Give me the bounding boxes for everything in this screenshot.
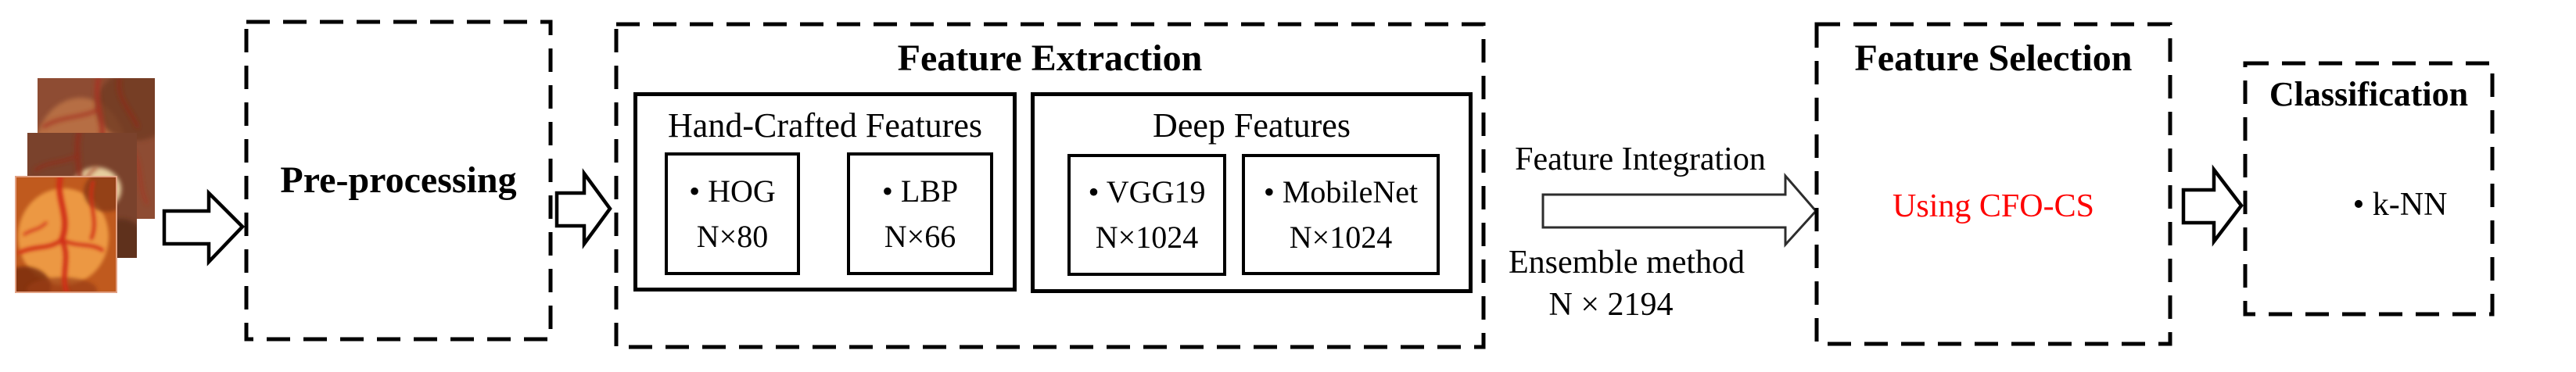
feature-integration-label: Feature Integration [1515,141,1766,177]
arrow-preprocessing-to-extraction-icon [554,168,612,249]
mobilenet-feature-box: • MobileNet N×1024 [1242,154,1440,275]
arrow-input-to-preprocessing-icon [162,188,246,266]
mobilenet-dimension: N×1024 [1289,219,1393,255]
deep-features-box: Deep Features • VGG19 N×1024 • MobileNet… [1031,92,1473,293]
input-image-stack [12,74,164,301]
fundus-image-1 [15,176,117,293]
preprocessing-box: Pre-processing [244,20,553,342]
vgg19-feature-box: • VGG19 N×1024 [1067,154,1226,276]
hog-feature-box: • HOG N×80 [665,152,800,275]
dashed-border [244,20,553,342]
hog-dimension: N×80 [696,218,769,254]
knn-classifier-label: • k-NN [2352,187,2448,223]
vgg19-label: • VGG19 [1088,174,1206,209]
preprocessing-title: Pre-processing [280,159,517,202]
classification-box: Classification • k-NN [2243,61,2495,317]
dashed-border [614,22,1486,349]
dashed-border [2243,61,2495,317]
feature-extraction-box: Feature Extraction Hand-Crafted Features… [614,22,1486,349]
lbp-label: • LBP [881,173,959,209]
feature-selection-title: Feature Selection [1854,38,2133,79]
mobilenet-label: • MobileNet [1263,173,1419,209]
arrow-selection-to-classification-icon [2181,164,2244,247]
classification-title: Classification [2269,75,2469,113]
ensemble-method-label: Ensemble method [1508,245,1745,281]
feature-selection-box: Feature Selection Using CFO-CS [1814,22,2172,346]
feature-integration-arrow-icon [1541,172,1818,248]
dashed-border [1814,22,2172,346]
hog-label: • HOG [689,173,776,209]
integrated-dimension-label: N × 2194 [1548,287,1674,323]
lbp-feature-box: • LBP N×66 [847,152,993,275]
feature-selection-method: Using CFO-CS [1893,188,2094,224]
vgg19-dimension: N×1024 [1095,220,1199,255]
hand-crafted-features-title: Hand-Crafted Features [668,106,982,145]
lbp-dimension: N×66 [884,218,956,254]
deep-features-title: Deep Features [1153,106,1351,145]
feature-extraction-title: Feature Extraction [897,38,1203,79]
hand-crafted-features-box: Hand-Crafted Features • HOG N×80 • LBP N… [633,92,1017,292]
